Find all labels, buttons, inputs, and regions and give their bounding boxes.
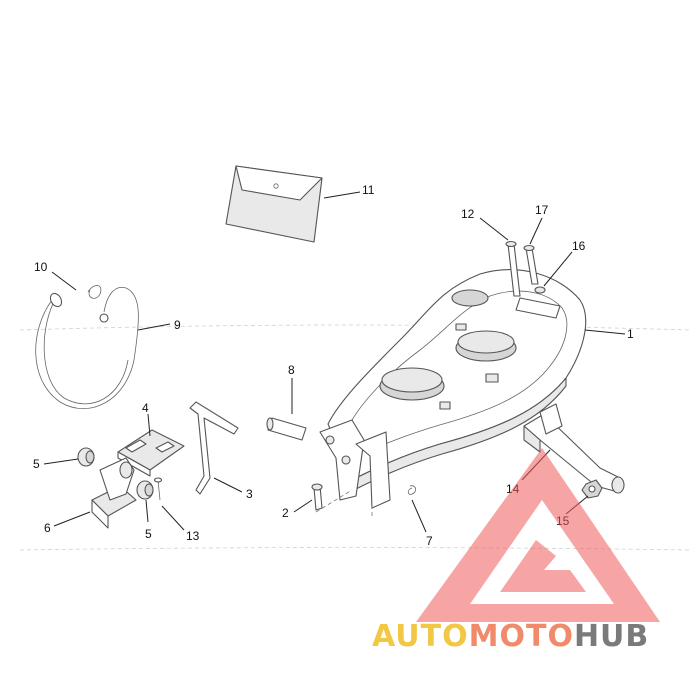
part-11-pouch: [225, 165, 323, 243]
part-14-pivot-bracket: [523, 403, 625, 494]
callout-12: 12: [461, 207, 475, 221]
callout-5-right: 5: [145, 527, 152, 541]
part-7-clip: [407, 485, 416, 495]
callout-16: 16: [572, 239, 586, 253]
callout-5-left: 5: [33, 457, 40, 471]
part-8-pin: [266, 417, 307, 441]
callout-3: 3: [246, 487, 253, 501]
watermark-hub: HUB: [574, 619, 649, 654]
watermark-logo: AUTOMOTOHUB: [372, 448, 660, 654]
callout-1: 1: [627, 327, 634, 341]
callout-9: 9: [174, 318, 181, 332]
part-1-tray: [315, 269, 587, 516]
part-4-bracket: [117, 429, 185, 477]
part-5-bushing-left: [77, 447, 95, 467]
watermark-auto: AUTO: [372, 619, 469, 654]
part-17-bolt: [523, 244, 539, 285]
part-13-screw: [153, 477, 163, 501]
svg-text:AUTOMOTOHUB: AUTOMOTOHUB: [372, 619, 649, 654]
callout-2: 2: [282, 506, 289, 520]
callout-8: 8: [288, 363, 295, 377]
callout-6: 6: [44, 521, 51, 535]
callout-13: 13: [186, 529, 200, 543]
part-15-nut: [581, 479, 603, 499]
part-12-bolt: [505, 240, 521, 297]
watermark-triangle: [416, 448, 660, 622]
part-3-rod: [189, 401, 239, 495]
part-10-ring-terminal: [49, 285, 109, 323]
watermark-moto: MOTO: [469, 619, 574, 654]
callout-17: 17: [535, 203, 549, 217]
part-2-bolt: [311, 483, 323, 511]
part-5-bushing-right: [136, 480, 154, 500]
callout-11: 11: [362, 183, 375, 197]
callout-7: 7: [426, 534, 433, 548]
part-6-hinge: [91, 457, 137, 529]
part-9-cable: [35, 286, 139, 410]
callout-10: 10: [34, 260, 48, 274]
part-16-washer: [534, 286, 546, 294]
callout-4: 4: [142, 401, 149, 415]
